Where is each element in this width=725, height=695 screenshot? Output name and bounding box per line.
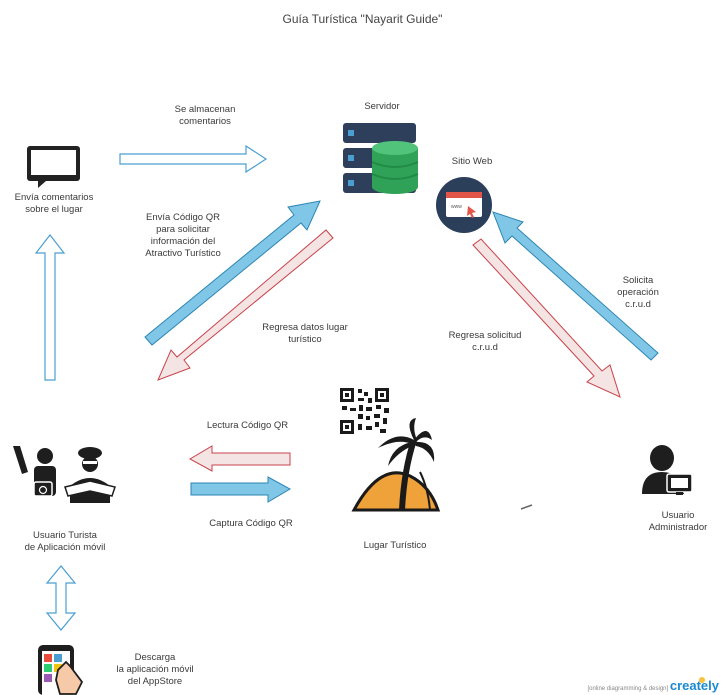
comment-monitor-icon — [27, 146, 80, 188]
edge-text: Regresa datos lugar — [262, 322, 348, 333]
capture-qr-label: Captura Código QR — [209, 518, 293, 529]
edge-text: c.r.u.d — [625, 299, 651, 310]
website-browser-icon: www — [436, 177, 492, 233]
arrow-return-crud — [472, 238, 621, 398]
return-data-label: Regresa datos lugar turístico — [250, 322, 360, 346]
tourist-map-reader-icon — [64, 447, 116, 503]
edge-text: c.r.u.d — [472, 342, 498, 353]
edge-text: Envía Código QR — [146, 212, 220, 223]
request-crud-label: Solicita operación c.r.u.d — [608, 275, 668, 311]
read-qr-label: Lectura Código QR — [206, 420, 289, 431]
edge-text: comentarios — [179, 116, 231, 127]
sitio-web-label: Sitio Web — [451, 156, 493, 167]
send-qr-label: Envía Código QR para solicitar informaci… — [128, 212, 238, 260]
edge-text: Atractivo Turístico — [145, 248, 221, 259]
mobile-phone-app-icon — [38, 645, 84, 695]
creately-logo-icon — [699, 677, 705, 683]
node-text: Usuario Turista — [33, 530, 97, 541]
server-database-icon — [343, 123, 419, 194]
watermark-brand: creately — [669, 678, 719, 693]
node-text: la aplicación móvil — [116, 664, 194, 675]
store-comments-label: Se almacenan comentarios — [160, 104, 250, 128]
arrow-send-qr — [144, 200, 321, 346]
arrow-capture-qr — [190, 476, 292, 503]
edge-text: para solicitar — [156, 224, 210, 235]
node-text: Descarga — [134, 652, 176, 663]
svg-text:www: www — [451, 204, 462, 210]
arrow-store-comments — [119, 144, 268, 174]
diagram-title: Guía Turística "Nayarit Guide" — [282, 12, 443, 26]
node-text: Envía comentarios — [14, 192, 94, 203]
stray-line — [520, 504, 533, 510]
edge-text: Solicita — [622, 275, 654, 286]
tourist-place-label: Lugar Turístico — [363, 540, 427, 551]
arrow-return-data — [157, 229, 334, 381]
arrow-request-crud — [492, 211, 659, 361]
edge-text: información del — [150, 236, 216, 247]
send-comments-label: Envía comentarios sobre el lugar — [4, 192, 104, 216]
creately-watermark[interactable]: [online diagramming & design] creately — [587, 678, 719, 693]
watermark-tagline: [online diagramming & design] — [587, 686, 669, 692]
admin-user-label: Usuario Administrador — [638, 510, 718, 534]
servidor-label: Servidor — [364, 101, 400, 112]
arrow-download-bidirectional — [45, 565, 77, 631]
return-crud-label: Regresa solicitud c.r.u.d — [440, 330, 530, 354]
edge-text: Regresa solicitud — [448, 330, 522, 341]
node-text: Usuario — [661, 510, 695, 521]
arrow-up-to-comments — [34, 234, 66, 381]
node-text: de Aplicación móvil — [24, 542, 106, 553]
edge-text: Se almacenan — [174, 104, 236, 115]
edge-text: turístico — [288, 334, 322, 345]
node-text: del AppStore — [127, 676, 183, 687]
tourist-user-label: Usuario Turista de Aplicación móvil — [10, 530, 120, 554]
node-text: Administrador — [648, 522, 708, 533]
edge-text: operación — [617, 287, 659, 298]
admin-user-icon — [642, 445, 693, 495]
tourist-camera-icon — [13, 446, 56, 497]
palm-tree-island-icon — [351, 418, 441, 512]
qr-code-icon — [340, 388, 389, 434]
node-text: sobre el lugar — [25, 204, 83, 215]
download-app-label: Descarga la aplicación móvil del AppStor… — [108, 652, 202, 688]
arrow-read-qr — [188, 445, 291, 472]
